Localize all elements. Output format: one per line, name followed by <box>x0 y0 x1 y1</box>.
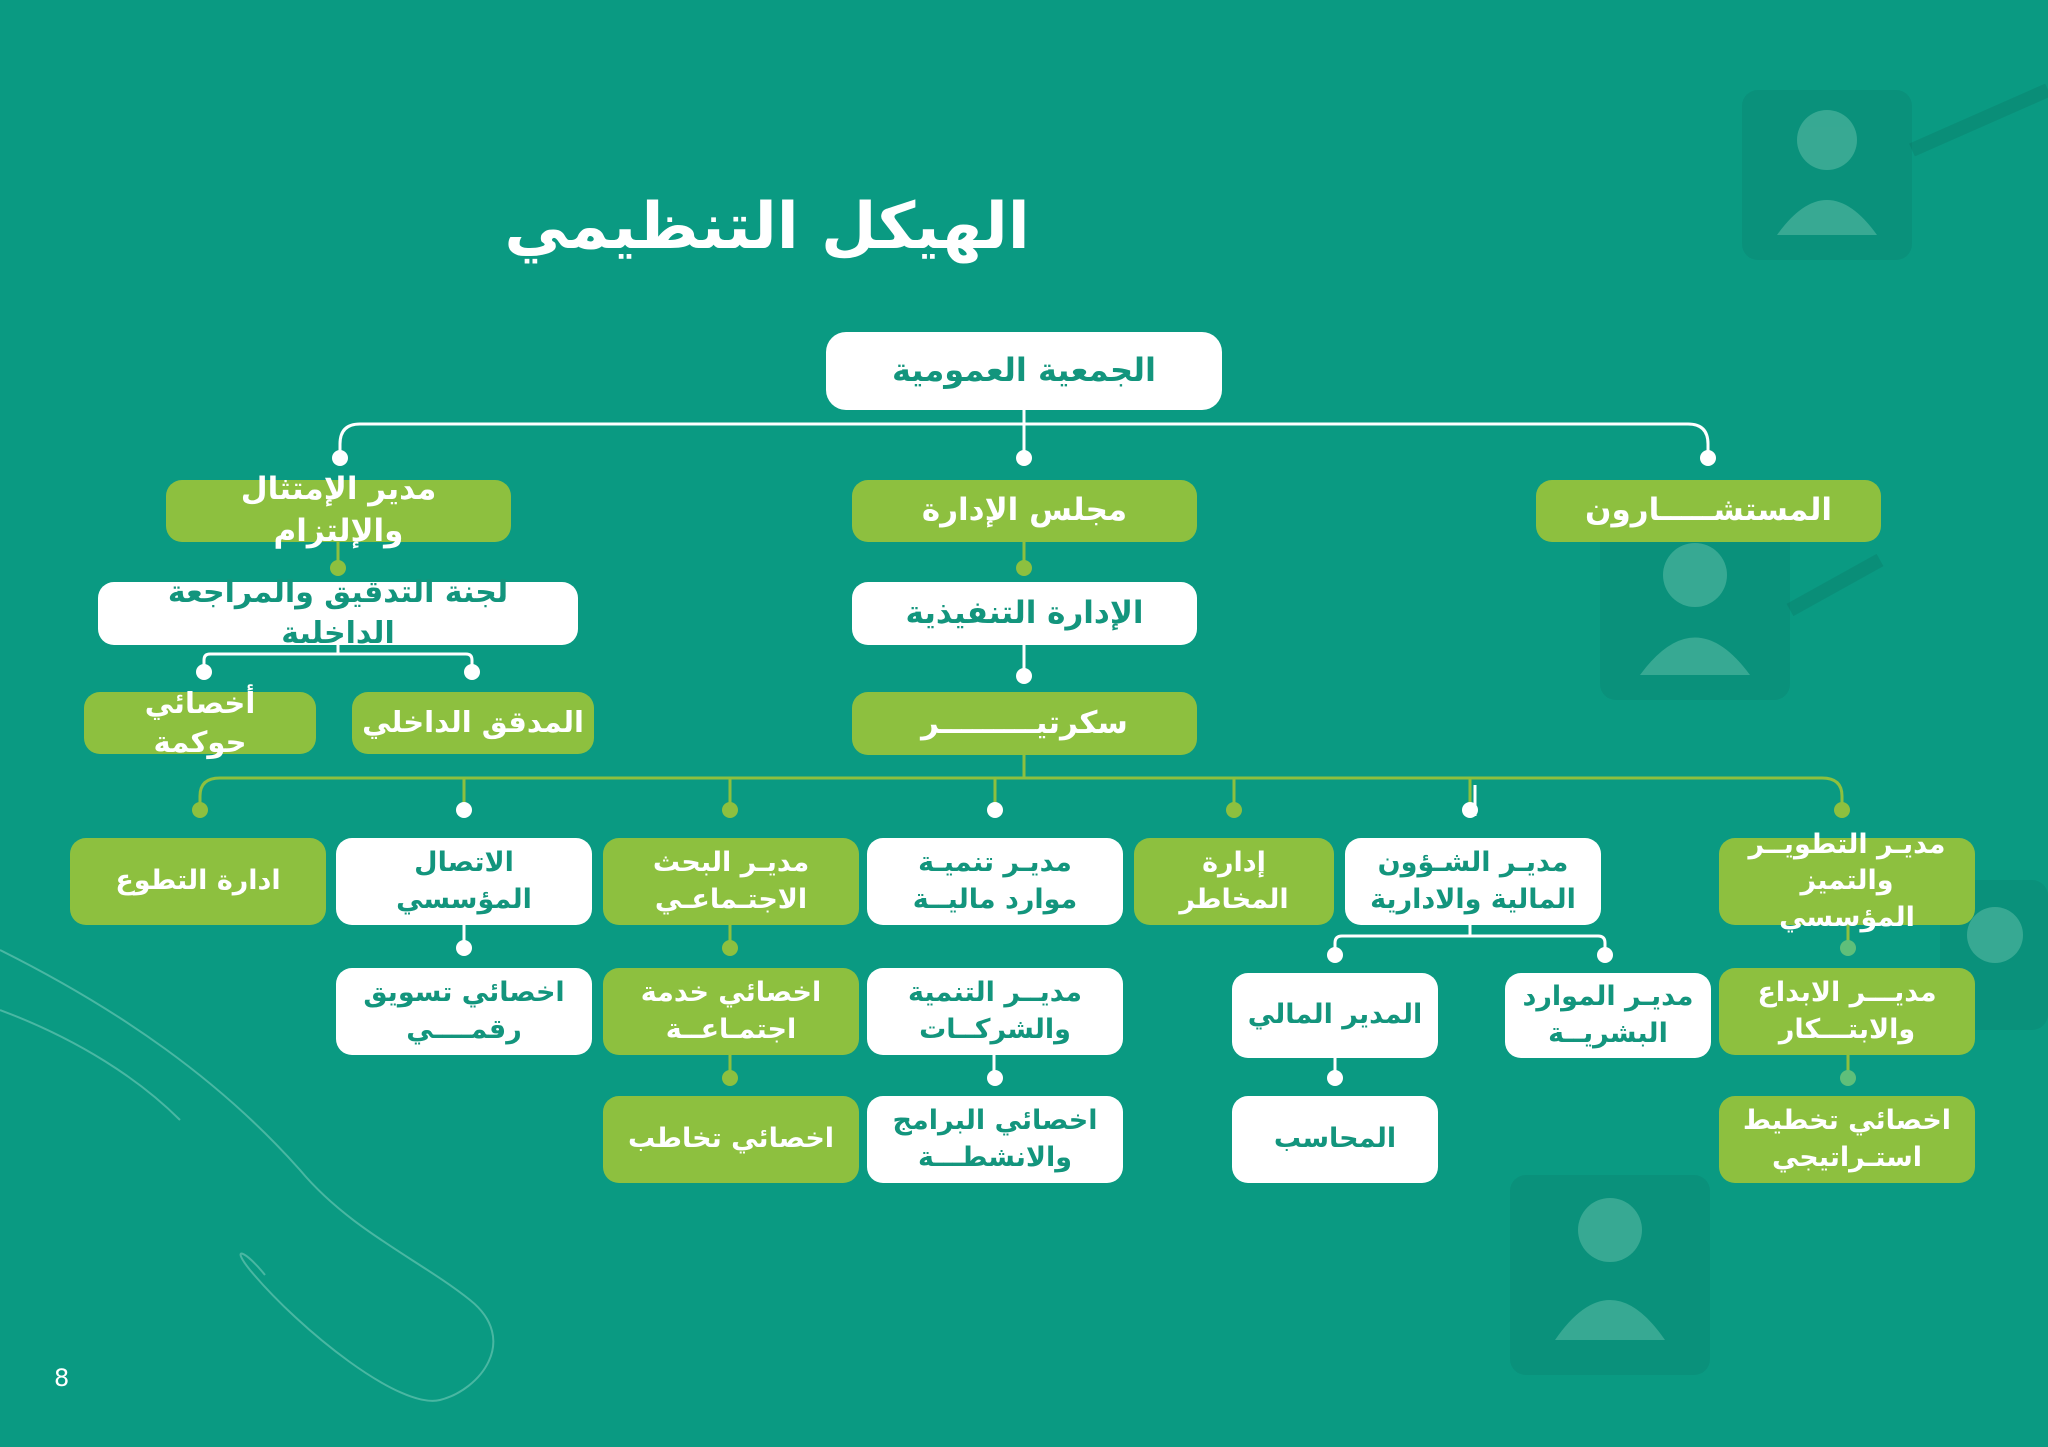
node-cfo: المدير المالي <box>1232 973 1438 1058</box>
node-line: اخصائي تسويق <box>363 977 565 1009</box>
person-icon <box>1510 1175 1710 1375</box>
node-resource-development-manager: مديـر تنميـة موارد ماليــة <box>867 838 1123 925</box>
person-icon <box>1742 90 1912 260</box>
node-social-research-manager: مديـر البحث الاجتـماعـي <box>603 838 859 925</box>
node-line: اخصائي البرامج <box>892 1105 1098 1137</box>
node-general-assembly: الجمعية العمومية <box>826 332 1222 410</box>
node-consultants: المستشـــــارون <box>1536 480 1881 542</box>
node-line: مديـر تنميـة <box>918 847 1072 879</box>
node-finance-admin-manager: مديـر الشـؤون المالية والادارية <box>1345 838 1601 925</box>
node-accountant: المحاسب <box>1232 1096 1438 1183</box>
node-risk-management: إدارة المخاطر <box>1134 838 1334 925</box>
node-volunteering: ادارة التطوع <box>70 838 326 925</box>
node-internal-auditor: المدقق الداخلي <box>352 692 594 754</box>
node-communication-specialist: اخصائي تخاطب <box>603 1096 859 1183</box>
node-line: استـراتيجي <box>1771 1141 1923 1173</box>
node-line: مديـــر الابداع <box>1757 977 1937 1009</box>
node-programs-specialist: اخصائي البرامج والانشطـــة <box>867 1096 1123 1183</box>
node-line: رقمــــي <box>406 1013 522 1045</box>
node-strategic-planning-specialist: اخصائي تخطيط استـراتيجي <box>1719 1096 1975 1183</box>
node-line: والابتـــكار <box>1778 1013 1916 1045</box>
node-institutional-development-manager: مديـر التطويــر والتميز المؤسسي <box>1719 829 1975 933</box>
node-line: اخصائي خدمة <box>640 977 822 1009</box>
page-title: الهيكل التنظيمي <box>504 190 1030 264</box>
page-number: 8 <box>54 1364 70 1392</box>
node-board: مجلس الإدارة <box>852 480 1197 542</box>
person-icon <box>1600 510 1790 700</box>
node-line: اخصائي تخطيط <box>1742 1105 1952 1137</box>
node-hr-manager: مديـر الموارد البشريــة <box>1505 973 1711 1058</box>
node-innovation-manager: مديـــر الابداع والابتـــكار <box>1719 968 1975 1055</box>
node-line: مديـر الموارد <box>1522 981 1694 1013</box>
node-governance-specialist: أخصائي حوكمة <box>84 686 316 759</box>
node-line: موارد ماليــة <box>912 883 1078 915</box>
node-line: اجتمـاعــة <box>665 1013 797 1045</box>
node-line: البشريــة <box>1548 1017 1668 1049</box>
node-social-service-specialist: اخصائي خدمة اجتمـاعــة <box>603 968 859 1055</box>
node-audit-committee: لجنة التدقيق والمراجعة الداخلية <box>98 575 578 651</box>
node-line: الاجتـماعـي <box>654 883 808 915</box>
node-development-partnerships-manager: مديــر التنمية والشركــات <box>867 968 1123 1055</box>
node-line: مديـر الشـؤون <box>1377 847 1569 879</box>
node-executive-management: الإدارة التنفيذية <box>852 582 1197 645</box>
node-line: المالية والادارية <box>1370 883 1576 915</box>
node-line: والتميز المؤسسي <box>1779 865 1915 933</box>
node-line: والانشطـــة <box>917 1141 1073 1173</box>
node-compliance-manager: مدير الإمتثال والإلتزام <box>166 471 511 549</box>
node-line: مديــر التنمية <box>907 977 1083 1009</box>
node-secretary: سكرتيـــــــــر <box>852 692 1197 755</box>
node-line: والشركــات <box>919 1013 1071 1045</box>
node-digital-marketing-specialist: اخصائي تسويق رقمــــي <box>336 968 592 1055</box>
node-line: مديـر التطويــر <box>1748 828 1946 860</box>
node-line: مديـر البحث <box>652 847 810 879</box>
node-corporate-communication: الاتصال المؤسسي <box>336 838 592 925</box>
